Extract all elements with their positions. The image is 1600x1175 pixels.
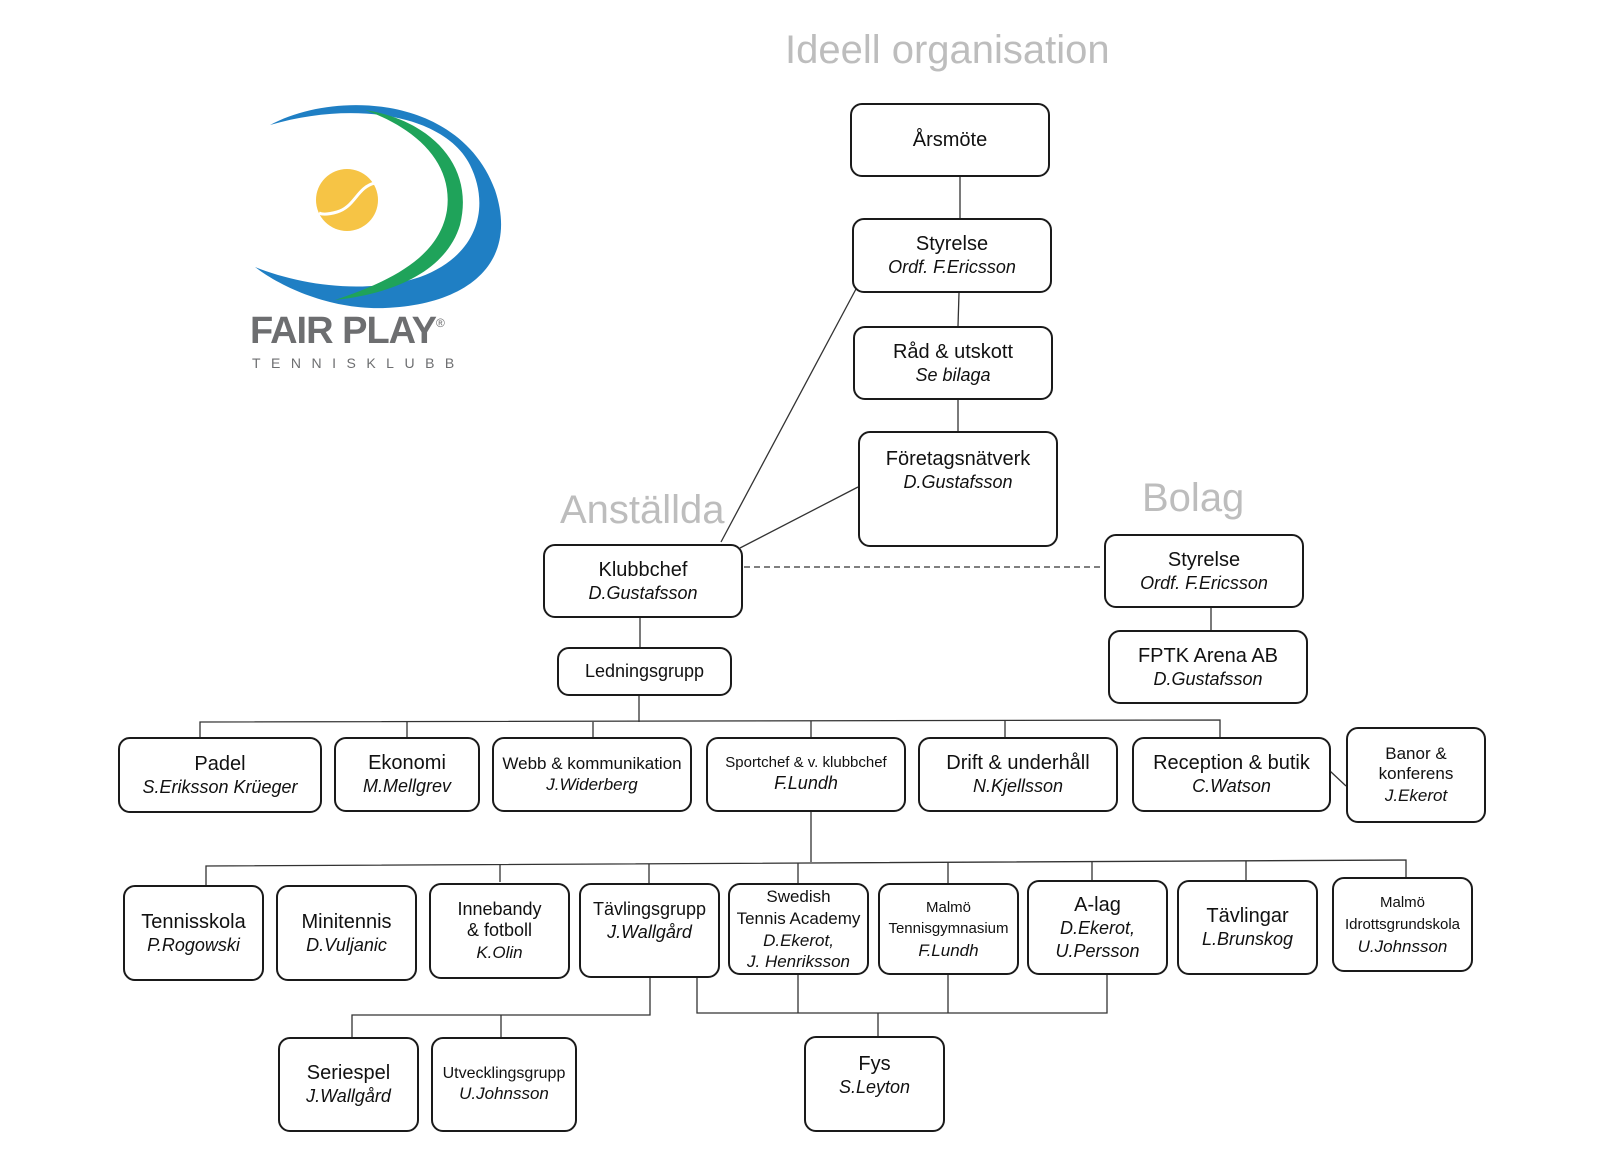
node-title: Ledningsgrupp <box>584 660 705 681</box>
logo-name: FAIR PLAY <box>250 310 437 352</box>
node-a-lag[interactable]: A-lag D.Ekerot, U.Persson <box>1027 880 1168 975</box>
fys-bus <box>696 973 1108 1014</box>
node-title: Fys <box>858 1053 891 1075</box>
node-person: C.Watson <box>1192 776 1271 797</box>
node-title: Tennisskola <box>141 910 246 933</box>
node-title: Utvecklingsgrupp <box>442 1065 566 1083</box>
node-tavlingar[interactable]: Tävlingar L.Brunskog <box>1177 880 1318 975</box>
node-title: Drift & underhåll <box>946 752 1090 775</box>
node-title: Klubbchef <box>598 558 688 581</box>
node-title: FPTK Arena AB <box>1137 644 1279 667</box>
node-padel[interactable]: Padel S.Eriksson Krüeger <box>118 737 322 813</box>
node-title: Tävlingar <box>1206 905 1289 928</box>
node-klubbchef[interactable]: Klubbchef D.Gustafsson <box>543 544 743 618</box>
node-webb-kommunikation[interactable]: Webb & kommunikation J.Widerberg <box>492 737 692 812</box>
node-title: Minitennis <box>301 910 392 933</box>
section-title-bolag: Bolag <box>1142 476 1245 520</box>
connector-styrelse-klubbchef <box>720 288 857 543</box>
node-title: Padel <box>194 752 246 775</box>
node-title: Malmö Tennisgymnasium <box>888 898 1009 938</box>
node-person: D.Ekerot, J. Henriksson <box>747 930 850 972</box>
node-minitennis[interactable]: Minitennis D.Vuljanic <box>276 885 417 981</box>
node-person: S.Eriksson Krüeger <box>142 776 298 797</box>
node-title: Sportchef & v. klubbchef <box>725 754 887 772</box>
node-title: Styrelse <box>915 233 989 256</box>
registered-mark: ® <box>435 316 445 330</box>
node-innebandy-fotboll[interactable]: Innebandy & fotboll K.Olin <box>429 883 570 979</box>
node-rad-utskott[interactable]: Råd & utskott Se bilaga <box>853 326 1053 400</box>
node-person: Ordf. F.Ericsson <box>888 257 1016 278</box>
tennis-ball-seam <box>318 181 376 216</box>
section-title-ideell: Ideell organisation <box>785 28 1110 72</box>
node-title: Banor & konferens <box>1378 743 1454 784</box>
node-styrelse[interactable]: Styrelse Ordf. F.Ericsson <box>852 218 1052 293</box>
node-fys[interactable]: Fys S.Leyton <box>804 1036 945 1132</box>
node-ekonomi[interactable]: Ekonomi M.Mellgrev <box>334 737 480 812</box>
node-person: J.Ekerot <box>1384 785 1448 805</box>
node-person: U.Johnsson <box>459 1084 549 1104</box>
node-malmo-tennisgymnasium[interactable]: Malmö Tennisgymnasium F.Lundh <box>878 883 1019 975</box>
node-title: Swedish Tennis Academy <box>736 886 861 928</box>
node-title: Råd & utskott <box>892 340 1014 363</box>
node-title: Styrelse <box>1167 548 1241 571</box>
node-person: J.Wallgård <box>607 921 692 942</box>
logo-blue-swoosh <box>255 105 502 309</box>
node-reception-butik[interactable]: Reception & butik C.Watson <box>1132 737 1331 812</box>
node-tennisskola[interactable]: Tennisskola P.Rogowski <box>123 885 264 981</box>
node-sportchef[interactable]: Sportchef & v. klubbchef F.Lundh <box>706 737 906 812</box>
node-drift-underhall[interactable]: Drift & underhåll N.Kjellsson <box>918 737 1118 812</box>
tennis-ball-icon <box>316 169 378 231</box>
node-ledningsgrupp[interactable]: Ledningsgrupp <box>557 647 732 696</box>
node-person: N.Kjellsson <box>972 776 1064 797</box>
logo-green-swoosh <box>335 110 463 300</box>
node-title: Årsmöte <box>912 129 988 151</box>
node-person: D.Gustafsson <box>1153 668 1263 689</box>
node-banor-konferens[interactable]: Banor & konferens J.Ekerot <box>1346 727 1486 823</box>
node-person: F.Lundh <box>918 941 979 961</box>
node-title: Reception & butik <box>1153 752 1310 775</box>
node-person: U.Johnsson <box>1357 936 1448 956</box>
node-swedish-tennis-academy[interactable]: Swedish Tennis Academy D.Ekerot, J. Henr… <box>728 883 869 975</box>
node-foretagsnatverk[interactable]: Företagsnätverk D.Gustafsson <box>858 431 1058 547</box>
node-title: Webb & kommunikation <box>502 753 682 773</box>
node-person: P.Rogowski <box>147 934 240 955</box>
node-person: M.Mellgrev <box>362 776 451 797</box>
node-person: D.Vuljanic <box>306 934 387 955</box>
node-title: Seriespel <box>306 1062 391 1085</box>
level1-bus <box>199 719 1221 737</box>
node-person: D.Gustafsson <box>903 472 1013 492</box>
node-person: D.Ekerot, U.Persson <box>1055 918 1140 961</box>
node-person: K.Olin <box>476 942 523 962</box>
node-person: L.Brunskog <box>1201 929 1294 950</box>
node-bolag-styrelse[interactable]: Styrelse Ordf. F.Ericsson <box>1104 534 1304 608</box>
node-person: J.Widerberg <box>546 775 638 795</box>
node-person: Se bilaga <box>915 364 991 385</box>
connector-reception-banor <box>1329 770 1347 787</box>
node-title: Innebandy & fotboll <box>457 898 542 941</box>
node-title: Företagsnätverk <box>885 448 1031 470</box>
logo-wordmark: FAIR PLAY® <box>250 310 445 353</box>
node-title: A-lag <box>1074 894 1121 916</box>
node-person: D.Gustafsson <box>588 582 698 603</box>
node-malmo-idrottsgrundskola[interactable]: Malmö Idrottsgrundskola U.Johnsson <box>1332 877 1473 972</box>
logo-subtitle: TENNISKLUBB <box>252 355 465 371</box>
node-person: J.Wallgård <box>306 1086 391 1107</box>
node-title: Malmö Idrottsgrundskola <box>1344 894 1461 933</box>
connector-styrelse-rad <box>957 292 960 327</box>
node-person: Ordf. F.Ericsson <box>1140 572 1268 593</box>
node-seriespel[interactable]: Seriespel J.Wallgård <box>278 1037 419 1132</box>
fair-play-logo-emblem <box>255 105 502 309</box>
node-fptk-arena[interactable]: FPTK Arena AB D.Gustafsson <box>1108 630 1308 704</box>
node-title: Ekonomi <box>368 752 446 775</box>
connector-foretagsnatverk-klubbchef <box>739 486 859 549</box>
node-person: F.Lundh <box>774 773 838 794</box>
node-utvecklingsgrupp[interactable]: Utvecklingsgrupp U.Johnsson <box>431 1037 577 1132</box>
node-tavlingsgrupp[interactable]: Tävlingsgrupp J.Wallgård <box>579 883 720 978</box>
level2-bus <box>205 859 1407 885</box>
node-person: S.Leyton <box>838 1077 911 1097</box>
node-title: Tävlingsgrupp <box>592 899 707 919</box>
node-arsmote[interactable]: Årsmöte <box>850 103 1050 177</box>
section-title-anstallda: Anställda <box>560 488 725 532</box>
